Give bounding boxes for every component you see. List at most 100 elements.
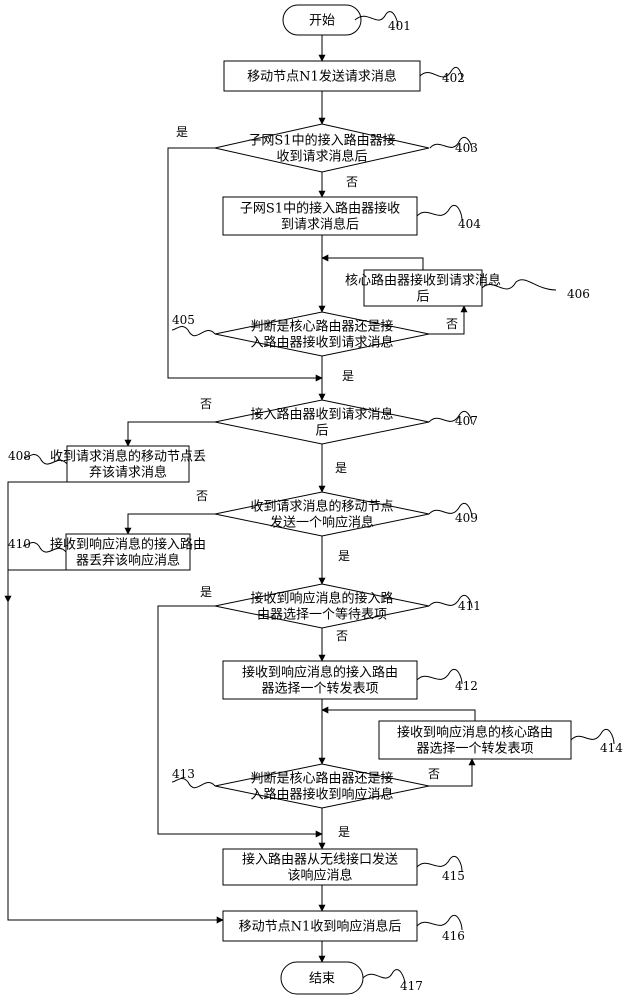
process-box — [65, 533, 191, 571]
node-text: 接入路由器从无线接口发送 — [242, 852, 398, 868]
branch-label: 否 — [196, 489, 208, 503]
branch-label: 是 — [338, 549, 350, 563]
node-text: 弃该请求消息 — [89, 465, 167, 481]
node-text: 接收到响应消息的接入路 — [250, 591, 393, 607]
reference-number: 410 — [8, 537, 31, 551]
connector — [7, 602, 224, 924]
reference-leader — [354, 11, 399, 27]
node-text: 接收到响应消息的核心路由 — [397, 725, 553, 741]
reference-number: 407 — [455, 414, 478, 428]
reference-leader — [22, 541, 67, 553]
node-text: 发送一个响应消息 — [270, 515, 374, 531]
process-box — [222, 848, 418, 886]
reference-number: 416 — [442, 929, 465, 943]
node-text: 到请求消息后 — [281, 217, 359, 233]
node-text: 结束 — [309, 972, 335, 987]
reference-leader — [428, 502, 473, 519]
connector — [321, 706, 476, 721]
node-text: 入路由器接收到请求消息 — [250, 335, 393, 351]
node-text: 后 — [416, 290, 429, 305]
reference-number: 404 — [458, 217, 481, 231]
process-box — [222, 910, 418, 942]
node-text: 子网S1中的接入路由器接 — [248, 133, 395, 149]
connector — [124, 513, 215, 535]
reference-number: 411 — [458, 599, 481, 613]
process-box — [222, 660, 418, 700]
connector — [124, 421, 215, 447]
node-text: 移动节点N1收到响应消息后 — [239, 919, 402, 935]
node-text: 收到请求消息的移动节点丢 — [50, 449, 206, 465]
reference-leader — [416, 914, 463, 931]
node-start: 开始 401 — [282, 4, 411, 36]
decision-diamond — [214, 583, 430, 629]
reference-leader — [171, 325, 216, 337]
decision-diamond — [214, 123, 430, 173]
node-text: 核心路由器接收到请求消息 — [345, 273, 501, 289]
node-text: 入路由器接收到响应消息 — [250, 787, 393, 803]
process-box — [378, 720, 572, 760]
reference-leader — [428, 410, 473, 425]
branch-label: 否 — [346, 175, 358, 189]
branch-label: 否 — [446, 317, 458, 331]
node-text: 该响应消息 — [287, 868, 352, 884]
reference-leader — [419, 66, 463, 81]
reference-leader — [428, 594, 473, 609]
node-text: 由器选择一个等待表项 — [257, 607, 387, 623]
branch-label: 是 — [200, 585, 212, 599]
reference-leader — [429, 136, 473, 151]
connector — [429, 305, 468, 335]
reference-number: 405 — [172, 313, 195, 327]
node-text: 移动节点N1发送请求消息 — [247, 69, 397, 85]
reference-number: 401 — [388, 19, 411, 33]
node-n416: 移动节点N1收到响应消息后 416 — [222, 910, 465, 943]
branch-label: 否 — [428, 767, 440, 781]
reference-number: 406 — [567, 287, 590, 301]
node-text: 收到请求消息后 — [276, 149, 367, 165]
reference-leader — [416, 204, 463, 221]
connector — [321, 254, 424, 270]
reference-number: 413 — [172, 767, 195, 781]
reference-leader — [171, 777, 216, 789]
reference-number: 403 — [455, 141, 478, 155]
process-box — [222, 196, 418, 236]
connector — [4, 481, 67, 603]
reference-number: 409 — [455, 511, 478, 525]
connector — [167, 147, 323, 382]
reference-number: 415 — [442, 869, 465, 883]
decision-diamond — [214, 399, 430, 445]
process-box — [223, 60, 421, 92]
branch-label: 是 — [335, 461, 347, 475]
node-text: 后 — [315, 424, 328, 439]
node-text: 判断是核心路由器还是接 — [250, 771, 393, 787]
node-text: 子网S1中的接入路由器接收 — [240, 201, 400, 217]
decision-diamond — [214, 763, 430, 809]
decision-diamond — [214, 311, 430, 357]
node-text: 接收到响应消息的接入路由 — [50, 537, 206, 553]
reference-number: 412 — [455, 679, 478, 693]
branch-label: 是 — [176, 125, 188, 139]
process-box — [66, 445, 190, 483]
reference-leader — [481, 279, 557, 291]
reference-leader — [570, 728, 615, 745]
branch-label: 是 — [342, 369, 354, 383]
connector — [157, 605, 323, 838]
terminator — [282, 4, 362, 36]
reference-leader — [362, 969, 406, 985]
node-text: 开始 — [309, 14, 335, 29]
decision-diamond — [214, 491, 430, 537]
branch-label: 否 — [200, 397, 212, 411]
node-text: 接入路由器收到请求消息 — [250, 407, 393, 423]
node-text: 收到请求消息的移动节点 — [250, 499, 393, 515]
node-text: 接收到响应消息的接入路由 — [242, 665, 398, 681]
reference-number: 414 — [600, 741, 623, 755]
